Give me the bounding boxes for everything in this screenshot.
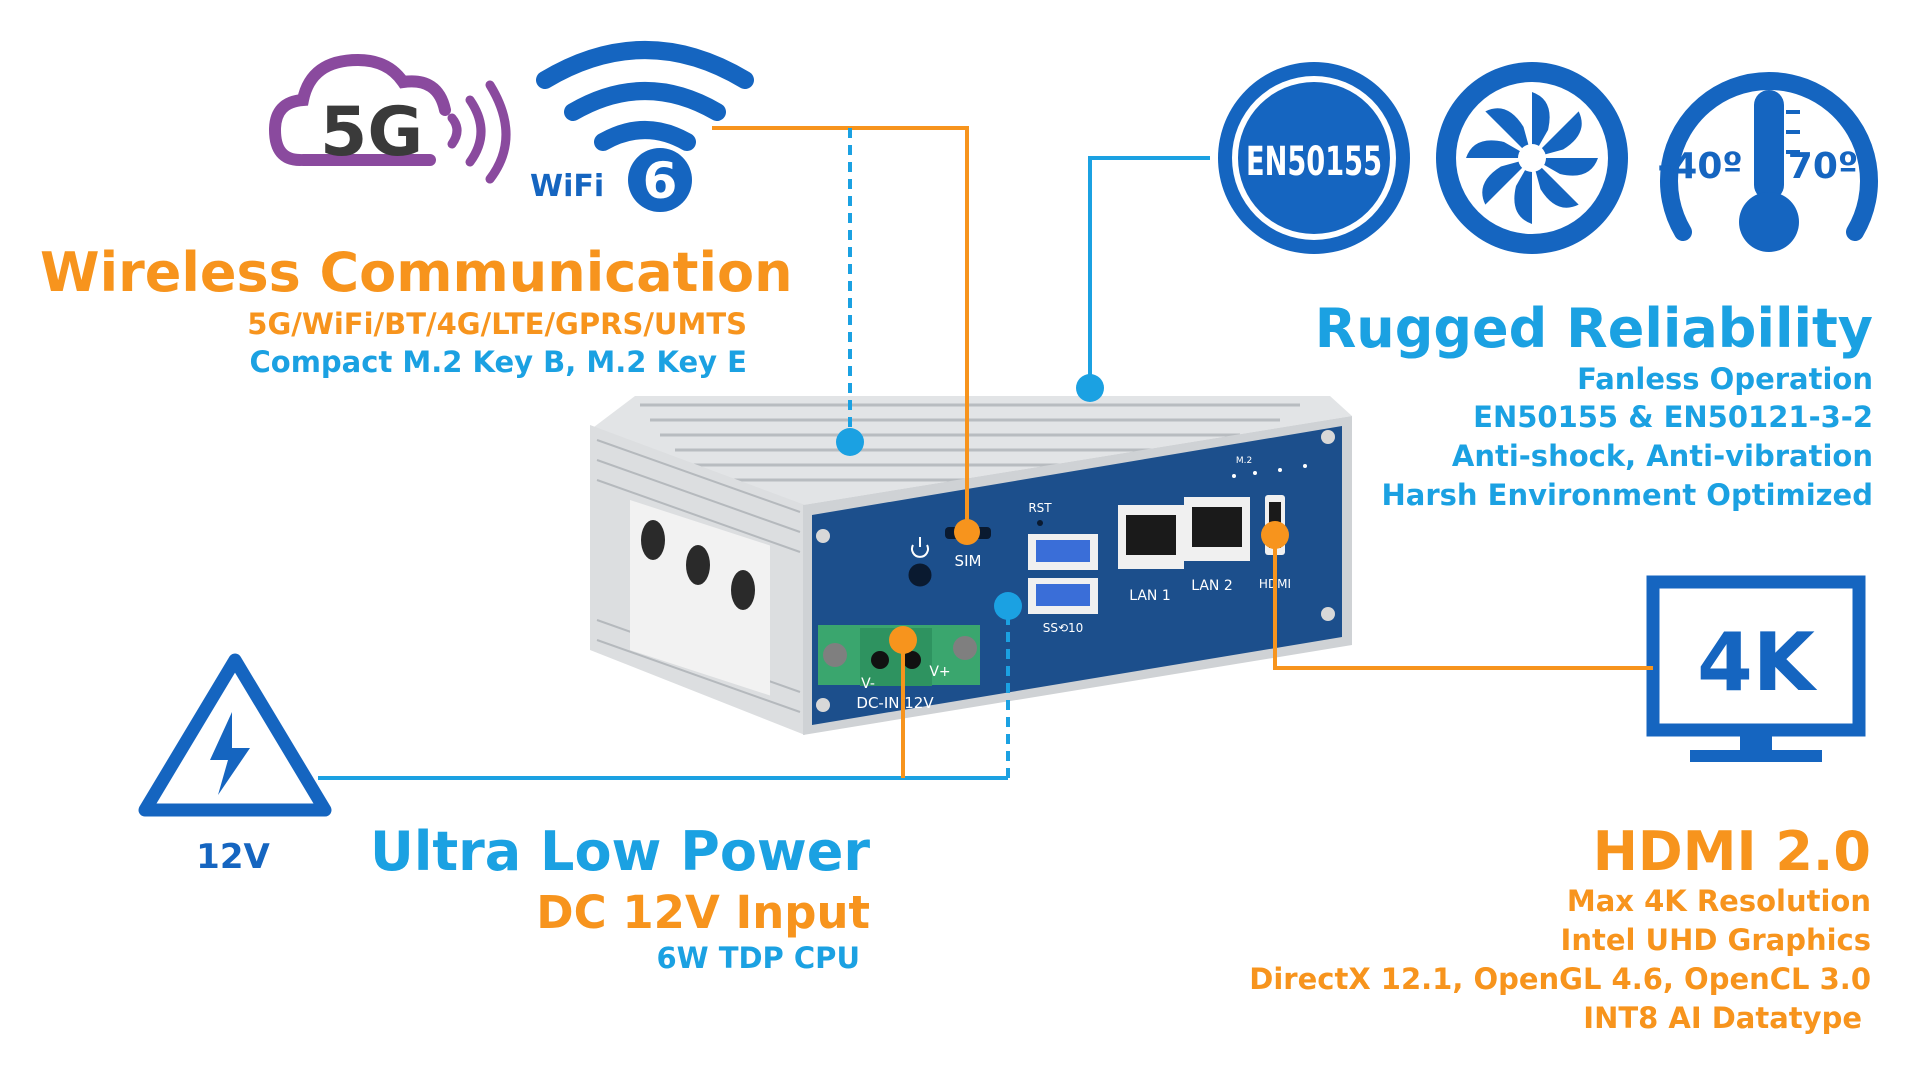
- rugged-line-3: Anti-shock, Anti-vibration: [1451, 439, 1873, 473]
- temperature-low: -40º: [1657, 146, 1742, 187]
- 5g-text: 5G: [320, 93, 423, 172]
- en50155-text: EN50155: [1246, 139, 1382, 185]
- hdmi-title: HDMI 2.0: [1592, 820, 1871, 883]
- sim-label: SIM: [955, 552, 982, 570]
- rugged-line-4: Harsh Environment Optimized: [1381, 478, 1874, 512]
- fan-icon: [1436, 62, 1628, 254]
- vplus-label: V+: [929, 664, 950, 680]
- wifi-label: WiFi: [530, 169, 604, 204]
- wireless-line-1: 5G/WiFi/BT/4G/LTE/GPRS/UMTS: [247, 307, 747, 341]
- vminus-label: V-: [861, 676, 875, 692]
- 5g-icon: 5G: [268, 53, 511, 184]
- wifi-6-icon: WiFi 6: [530, 41, 754, 212]
- connector-lines: [318, 126, 1653, 780]
- 4k-text: 4K: [1697, 616, 1818, 709]
- hdmi-line-1: Max 4K Resolution: [1566, 884, 1871, 918]
- usb-label: SS⟲10: [1043, 621, 1084, 635]
- en50155-badge-icon: EN50155: [1218, 62, 1410, 254]
- 12v-text: 12V: [196, 837, 270, 877]
- power-line-2: 6W TDP CPU: [656, 941, 860, 975]
- power-warning-icon: 12V: [138, 653, 332, 877]
- hdmi-line-3: DirectX 12.1, OpenGL 4.6, OpenCL 3.0: [1249, 962, 1871, 996]
- mini-pc-device: SIM RST SS⟲10 LAN 1 LAN 2 HDMI M.2 V-: [590, 396, 1352, 735]
- wireless-line-2: Compact M.2 Key B, M.2 Key E: [249, 345, 748, 379]
- lan2-label: LAN 2: [1191, 578, 1233, 594]
- temperature-gauge-icon: -40º 70º: [1657, 72, 1878, 252]
- rugged-title: Rugged Reliability: [1314, 297, 1873, 360]
- wireless-title: Wireless Communication: [40, 241, 793, 304]
- hdmi-line-4: INT8 AI Datatype: [1583, 1001, 1862, 1035]
- rugged-line-1: Fanless Operation: [1577, 362, 1873, 396]
- m2-led-label: M.2: [1236, 456, 1252, 466]
- power-title: Ultra Low Power: [370, 820, 871, 883]
- rst-label: RST: [1028, 501, 1052, 515]
- power-line-1: DC 12V Input: [536, 886, 870, 939]
- temperature-high: 70º: [1788, 146, 1858, 187]
- 4k-monitor-icon: 4K: [1646, 575, 1866, 762]
- lan1-label: LAN 1: [1129, 588, 1171, 604]
- wifi-number: 6: [643, 152, 678, 210]
- hdmi-line-2: Intel UHD Graphics: [1560, 923, 1871, 957]
- rugged-line-2: EN50155 & EN50121-3-2: [1473, 400, 1873, 434]
- dcin-label: DC-IN 12V: [856, 694, 934, 712]
